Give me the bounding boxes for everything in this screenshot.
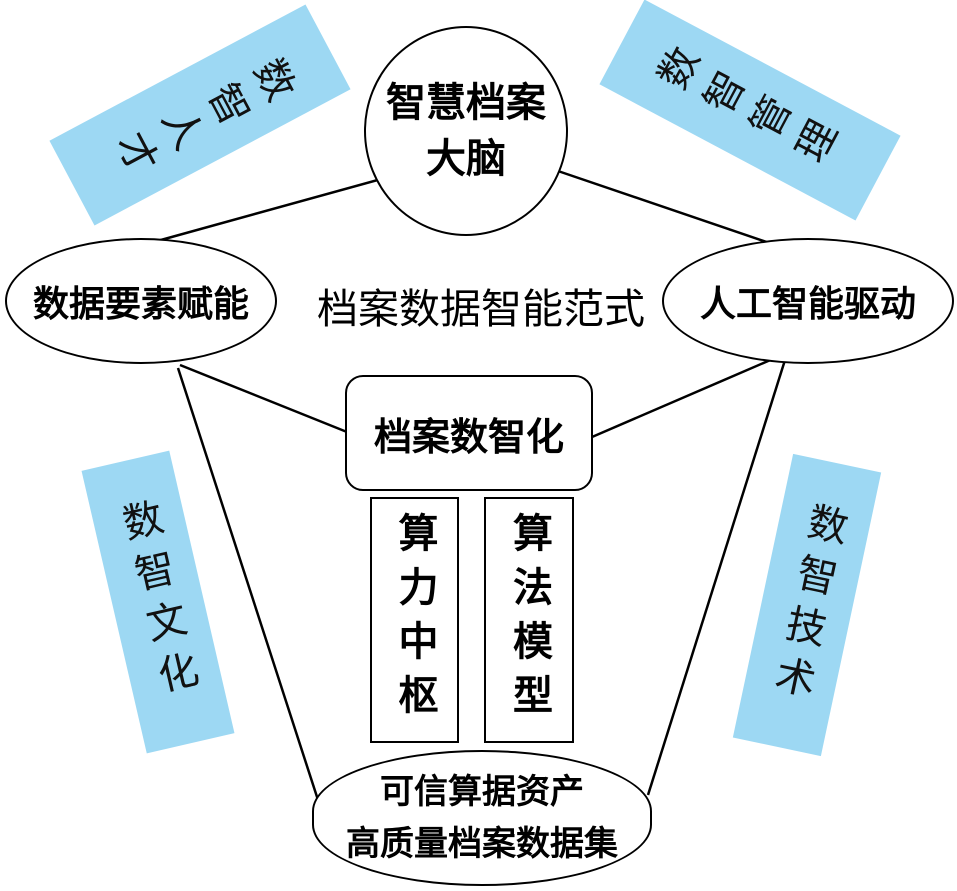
line-top-left xyxy=(149,176,386,245)
node-label: 人工智能驱动 xyxy=(699,283,916,325)
line-top-right xyxy=(554,168,791,252)
pillar-label: 算法模型 xyxy=(506,512,553,728)
line-left-center xyxy=(179,363,348,434)
pillar-algorithm-model: 算法模型 xyxy=(484,497,574,743)
node-smart-archive-brain: 智慧档案 大脑 xyxy=(364,26,568,236)
pillar-label: 算力中枢 xyxy=(391,512,439,728)
line-left-bottom xyxy=(176,367,320,801)
node-label: 可信算据资产 xyxy=(380,772,584,812)
node-label: 智慧档案 xyxy=(386,79,546,126)
diagram-title: 档案数据智能范式 xyxy=(317,285,645,333)
line-right-bottom xyxy=(646,359,787,796)
line-right-center xyxy=(591,356,776,439)
node-label: 大脑 xyxy=(426,135,506,182)
node-archive-digital-intelligence: 档案数智化 xyxy=(345,375,593,491)
node-ai-driven: 人工智能驱动 xyxy=(662,238,954,364)
node-label: 数据要素赋能 xyxy=(32,283,249,325)
node-label: 高质量档案数据集 xyxy=(346,824,618,864)
node-data-empowerment: 数据要素赋能 xyxy=(5,238,277,364)
node-label: 档案数智化 xyxy=(373,413,564,459)
pillar-computing-hub: 算力中枢 xyxy=(370,497,459,743)
node-trusted-data-assets: 可信算据资产 高质量档案数据集 xyxy=(312,750,652,886)
